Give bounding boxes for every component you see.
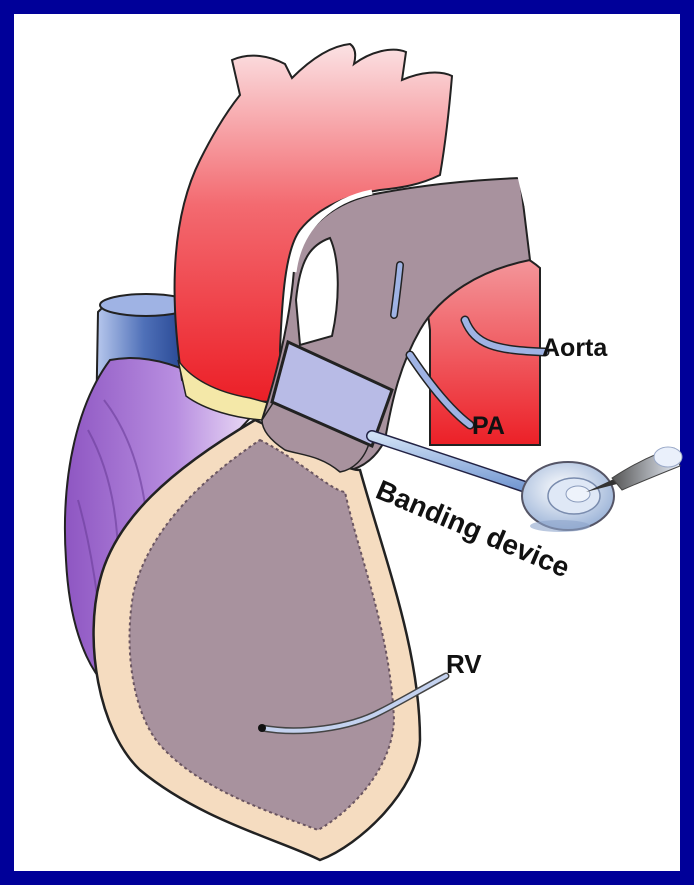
banding-device-port xyxy=(522,462,614,532)
label-pa: PA xyxy=(472,412,505,440)
label-rv: RV xyxy=(446,649,482,679)
syringe-needle xyxy=(586,447,682,492)
rv-catheter-tip xyxy=(258,724,266,732)
label-aorta: Aorta xyxy=(542,334,608,362)
